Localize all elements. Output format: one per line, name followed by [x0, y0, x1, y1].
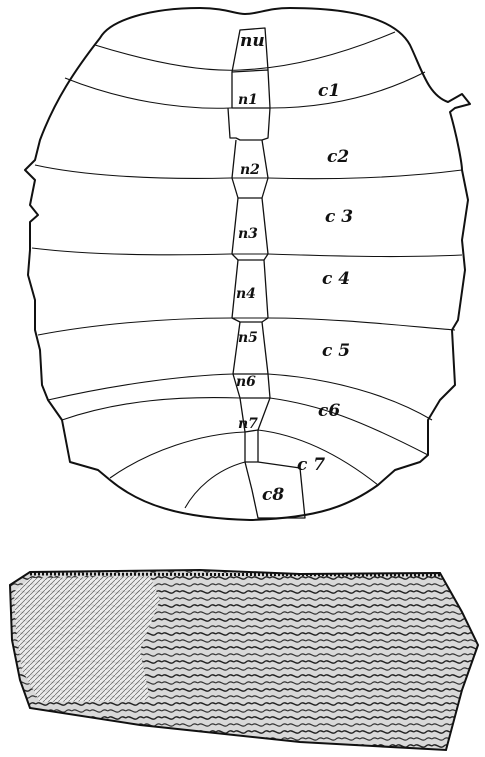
label-c3: c 3: [325, 207, 353, 227]
carapace-diagram: [25, 8, 470, 520]
suture-line: [270, 398, 428, 455]
neural-plate: [228, 108, 270, 140]
label-c8: c8: [262, 485, 284, 505]
label-n2: n2: [240, 162, 260, 178]
label-n4: n4: [236, 286, 256, 302]
label-c6: c6: [318, 401, 340, 421]
suture-line: [32, 248, 462, 257]
label-n1: n1: [238, 92, 258, 108]
label-nu: nu: [240, 31, 265, 51]
label-n5: n5: [238, 330, 258, 346]
label-c7: c 7: [297, 455, 325, 475]
suture-line: [62, 398, 240, 420]
suture-line: [185, 462, 245, 508]
label-n7: n7: [238, 416, 258, 432]
label-c1: c1: [318, 81, 340, 101]
label-n6: n6: [236, 374, 256, 390]
label-c2: c2: [327, 147, 349, 167]
sculptured-fragment: [10, 570, 478, 750]
neural-plate: [245, 430, 258, 462]
fragment-left-texture: [14, 576, 160, 702]
carapace-outline: [25, 8, 470, 520]
label-c4: c 4: [322, 269, 350, 289]
label-n3: n3: [238, 226, 258, 242]
label-c5: c 5: [322, 341, 350, 361]
suture-line: [110, 432, 245, 478]
fragment-top-ridge: [30, 574, 440, 575]
